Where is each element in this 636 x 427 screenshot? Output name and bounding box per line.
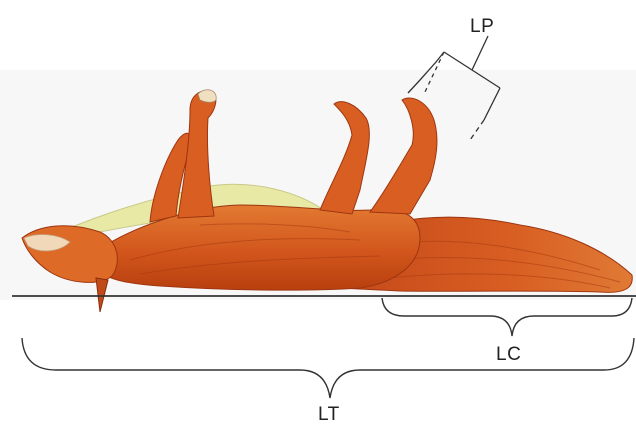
lc-brace bbox=[382, 298, 632, 336]
lt-brace bbox=[22, 338, 634, 398]
front-paw-pale bbox=[198, 90, 216, 103]
label-lp: LP bbox=[470, 16, 494, 37]
label-lt: LT bbox=[318, 404, 340, 425]
label-lc: LC bbox=[496, 344, 521, 365]
